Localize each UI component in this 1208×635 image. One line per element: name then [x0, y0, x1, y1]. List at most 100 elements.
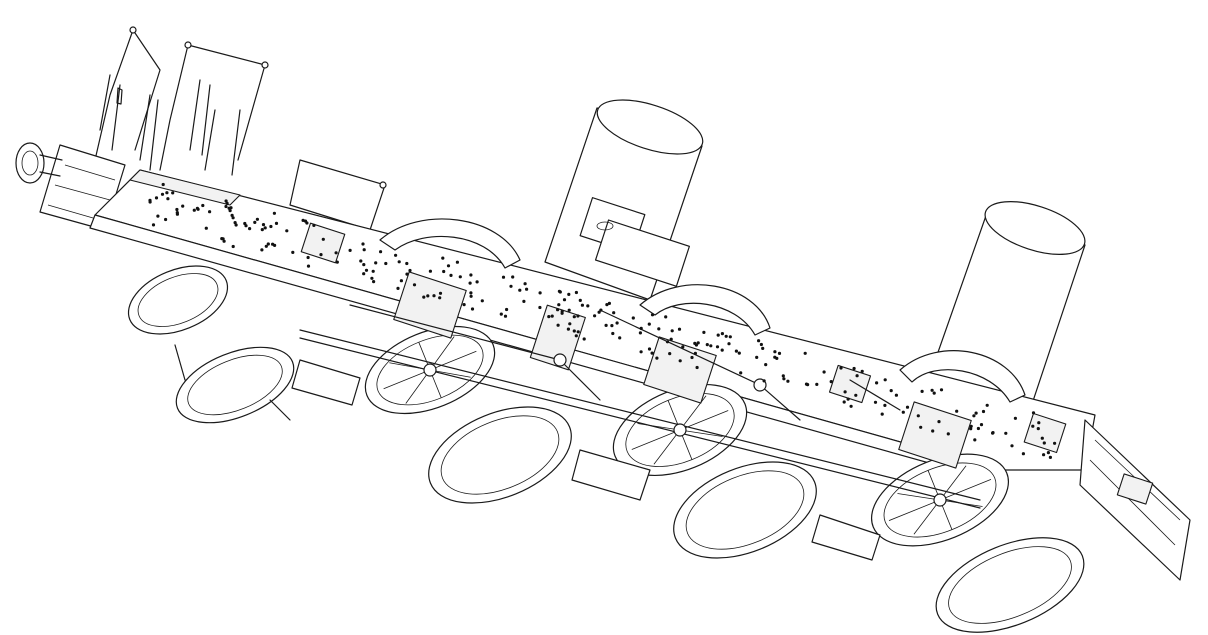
rivet [175, 211, 179, 215]
rivet [248, 227, 252, 231]
rivet [253, 220, 257, 224]
rivet [955, 409, 959, 413]
rivet [804, 382, 809, 386]
rivet [201, 203, 205, 208]
rivet [364, 268, 369, 272]
rivet [974, 411, 978, 415]
rivet [696, 341, 700, 345]
rivet [266, 242, 270, 246]
rivet [562, 298, 567, 302]
rivet [518, 288, 522, 292]
rivet [702, 330, 706, 334]
rivet [757, 339, 761, 343]
rivet [260, 248, 264, 252]
rivet [503, 314, 508, 318]
rivet [379, 250, 383, 254]
rivet [432, 294, 436, 298]
rivet [720, 348, 724, 352]
rivet [455, 260, 459, 264]
rivet [334, 251, 338, 255]
rivet [607, 301, 612, 305]
rivet [260, 228, 264, 232]
rivet [1031, 424, 1035, 428]
rivet [759, 342, 764, 347]
rivet [655, 356, 659, 360]
rivet [161, 182, 165, 187]
rivet [668, 352, 672, 356]
rivet [973, 438, 977, 442]
rivet [567, 292, 571, 296]
rivet [470, 307, 475, 311]
rivet [458, 275, 462, 279]
rivet [475, 280, 479, 284]
rivet [462, 303, 466, 307]
rivet [761, 346, 765, 350]
rivet [261, 223, 266, 227]
rivet [264, 244, 268, 248]
rivet [568, 322, 572, 326]
rivet [883, 403, 887, 407]
rivet [976, 426, 981, 431]
rivet [762, 379, 766, 383]
rivet [664, 315, 668, 319]
rivet [822, 370, 826, 374]
rivet [727, 342, 731, 346]
rivet [839, 366, 843, 370]
rivet [604, 323, 608, 327]
rivet [480, 299, 484, 303]
rivet [737, 351, 741, 355]
rivet [522, 299, 526, 303]
rivet [829, 380, 833, 384]
rivet [208, 210, 212, 214]
rivet [638, 331, 643, 335]
rivet [1004, 431, 1008, 435]
rivet [597, 310, 601, 314]
rivet [1013, 416, 1018, 420]
rivet [285, 229, 289, 233]
rivet [972, 414, 976, 418]
rivet [441, 256, 445, 260]
rivet [1031, 411, 1036, 415]
rivet [586, 304, 590, 308]
rivet [244, 224, 248, 228]
rivet [786, 379, 790, 383]
rivet [764, 363, 768, 367]
rivet [370, 276, 374, 280]
rivet [371, 269, 375, 273]
rivet [233, 221, 237, 225]
rivet [873, 400, 878, 404]
rivet [582, 337, 586, 341]
rivet [716, 333, 720, 337]
rivet [724, 334, 728, 338]
rivet [306, 264, 311, 268]
rivet [889, 389, 893, 393]
rivet [509, 284, 513, 288]
rivet [312, 223, 316, 227]
rivet [979, 423, 984, 427]
rivet [566, 327, 571, 331]
rivet [842, 400, 846, 404]
rivet [374, 261, 378, 265]
cylinder-left [544, 99, 704, 301]
rivet [939, 388, 944, 392]
rivet [192, 208, 196, 212]
rivet [399, 279, 403, 283]
rivet [612, 311, 616, 315]
rivet [755, 355, 759, 359]
rivet [815, 382, 819, 386]
rivet [558, 290, 562, 294]
rivet [557, 303, 561, 307]
rivet [578, 298, 582, 302]
rivet [681, 345, 685, 349]
rivet [694, 343, 699, 347]
rivet [164, 217, 168, 222]
rivet [690, 355, 694, 360]
rivet [397, 260, 401, 264]
rivet [560, 311, 564, 315]
rivet [442, 269, 446, 274]
rivet [931, 429, 935, 433]
rivet [228, 209, 232, 213]
rivet [301, 218, 305, 222]
